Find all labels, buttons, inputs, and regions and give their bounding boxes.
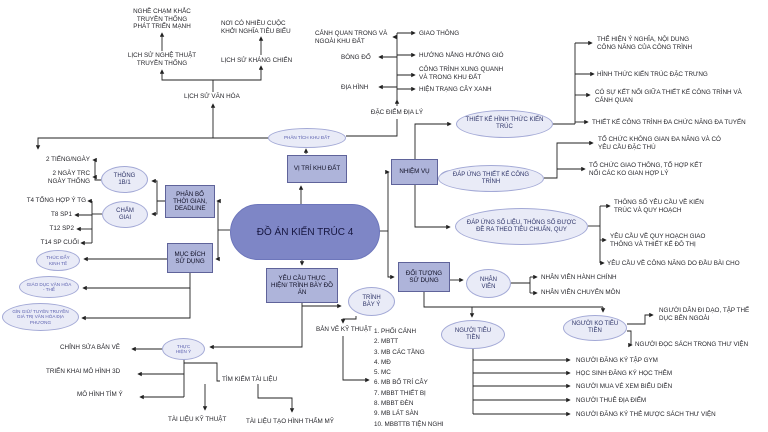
label-the-hien-y-nghia: THỂ HIỆN Ý NGHĨA, NỘI DUNG CÔNG NĂNG CỦA… <box>597 36 693 51</box>
label-yeu-cau-cong-nang: YÊU CẦU VỀ CÔNG NĂNG DO ĐẦU BÀI CHO <box>607 260 740 267</box>
node-gin-giu-gia-tri: GÌN GIỮ/ TUYÊN TRUYỀN GIÁ TRỊ VĂN HÓA ĐỊ… <box>2 303 79 331</box>
label-nghe-cham-khac: NGHỀ CHẠM KHẮC TRUYỀN THỐNG PHÁT TRIỂN M… <box>133 8 191 31</box>
label-nguoi-dan-di-dao: NGƯỜI DÂN ĐI DẠO, TẬP THỂ DỤC BÊN NGOÀI <box>659 307 750 322</box>
node-thuc-day-kinh-te: THÚC ĐẨY KINH TẾ <box>36 250 80 271</box>
label-2-tieng-ngay: 2 TIẾNG/NGÀY <box>46 156 90 163</box>
node-nguoi-ko-tieu-tien: NGƯỜI KO TIÊU TIỀN <box>563 315 627 341</box>
label-thue-dia-diem: NGƯỜI THUÊ ĐỊA ĐIỂM <box>576 397 647 404</box>
node-doi-tuong-su-dung: ĐỐI TƯỢNG SỬ DỤNG <box>398 262 450 292</box>
label-giao-thong: GIAO THÔNG <box>419 30 460 37</box>
label-tai-lieu-ky-thuat: TÀI LIỆU KỸ THUẬT <box>168 416 227 423</box>
label-trien-khai-mo-hinh-3d: TRIỂN KHAI MÔ HÌNH 3D <box>46 368 121 375</box>
node-thuc-hien-y: THỰC HIỆN Ý <box>162 338 205 360</box>
label-canh-quan: CẢNH QUAN TRONG VÀ NGOÀI KHU ĐẤT <box>315 30 388 45</box>
label-t12-sp2: T12 SP2 <box>49 225 74 232</box>
label-2-ngay-trc: 2 NGÀY TRC NGÀY THỐNG <box>47 170 90 185</box>
label-yeu-cau-quy-hoach: YÊU CẦU VỀ QUY HOẠCH GIAO THÔNG VÀ THIẾT… <box>610 233 706 248</box>
label-hien-trang-cay-xanh: HIỆN TRẠNG CÂY XANH <box>419 86 492 93</box>
node-nhiem-vu: NHIỆM VỤ <box>391 159 438 185</box>
drawing-list-item: 2. MBTT <box>374 338 399 346</box>
label-dac-diem-dia-ly: ĐẶC ĐIỂM ĐỊA LÝ <box>370 109 424 116</box>
drawing-list-item: 1. PHỐI CẢNH <box>374 328 416 335</box>
label-mo-hinh-tim-y: MÔ HÌNH TÌM Ý <box>77 391 123 398</box>
node-muc-dich-su-dung: MỤC ĐÍCH SỬ DỤNG <box>167 243 213 273</box>
label-lich-su-nghe-thuat: LỊCH SỬ NGHỆ THUẬT TRUYỀN THỐNG <box>127 52 197 67</box>
node-dap-ung-thiet-ke: ĐÁP ỨNG THIẾT KẾ CÔNG TRÌNH <box>438 165 544 192</box>
label-nguoi-doc-sach: NGƯỜI ĐỌC SÁCH TRONG THƯ VIỆN <box>635 341 749 348</box>
label-mua-ve-bieu-dien: NGƯỜI MUA VÉ XEM BIỂU DIỄN <box>576 383 673 390</box>
drawing-list-item: 6. MB BỐ TRÍ CÂY <box>374 379 428 387</box>
label-tai-lieu-tao-hinh: TÀI LIỆU TẠO HÌNH THẨM MỸ <box>246 418 334 425</box>
node-nguoi-tieu-tien: NGƯỜI TIÊU TIỀN <box>441 320 505 349</box>
label-lich-su-van-hoa: LỊCH SỬ VĂN HÓA <box>184 93 240 100</box>
label-cong-trinh-xung-quanh: CÔNG TRÌNH XUNG QUANH VÀ TRONG KHU ĐẤT <box>419 66 504 81</box>
label-lich-su-khang-chien: LỊCH SỬ KHÁNG CHIẾN <box>221 57 293 64</box>
label-co-su-ket-noi: CÓ SỰ KẾT NỐI GIỮA THIẾT KẾ CÔNG TRÌNH V… <box>595 89 742 104</box>
drawing-list-item: 9. MB LÁT SÀN <box>374 410 419 418</box>
node-dap-ung-so-lieu: ĐÁP ỨNG SỐ LIỆU, THÔNG SỐ ĐƯỢC ĐỀ RA THE… <box>455 208 588 245</box>
node-cham-giai: CHẤM GIAI <box>102 201 148 228</box>
label-nhan-vien-chuyen-mon: NHÂN VIÊN CHUYÊN MÔN <box>541 289 621 296</box>
drawing-list-item: 8. MBBT ĐÈN <box>374 400 414 408</box>
node-phan-tich-khu-dat: PHÂN TÍCH KHU ĐẤT <box>268 128 346 148</box>
node-phan-bo-thoi-gian: PHÂN BỔ THỜI GIAN, DEADLINE <box>165 185 215 218</box>
node-thong-1b1: THÔNG 1B/1 <box>101 166 148 193</box>
node-main-topic: ĐỒ ÁN KIẾN TRÚC 4 <box>230 204 380 260</box>
drawing-list-item: 3. MB CÁC TẦNG <box>374 348 425 356</box>
node-giao-duc-van-hoa: GIÁO DỤC VĂN HÓA - THỂ <box>19 276 79 298</box>
label-thong-so-yeu-cau: THÔNG SỐ YÊU CẦU VỀ KIẾN TRÚC VÀ QUY HOẠ… <box>614 199 704 214</box>
drawing-list-item: 7. MBBT THIẾT BỊ <box>374 389 426 397</box>
label-nhan-vien-hanh-chinh: NHÂN VIÊN HÀNH CHÍNH <box>541 274 617 281</box>
label-t14-sp-cuoi: T14 SP CUỐI <box>40 239 79 246</box>
label-thiet-ke-da-chuc-nang: THIẾT KẾ CÔNG TRÌNH ĐA CHỨC NĂNG ĐA TUYẾ… <box>592 119 746 126</box>
drawing-list-item: 10. MBBTTB TIỆN NGHI <box>374 420 444 428</box>
label-chinh-sua-ban-ve: CHỈNH SỬA BẢN VẼ <box>60 344 120 351</box>
node-nhan-vien: NHÂN VIÊN <box>466 269 511 298</box>
node-yeu-cau-thuc-hien: YÊU CẦU THỰC HIỆN/ TRÌNH BÀY ĐỒ ÁN <box>266 268 338 303</box>
label-huong-nang-huong-gio: HƯỚNG NẮNG HƯỚNG GIÓ <box>419 52 504 59</box>
drawing-list: 1. PHỐI CẢNH 2. MBTT 3. MB CÁC TẦNG 4. M… <box>374 328 444 431</box>
drawing-list-item: 5. MC <box>374 369 391 377</box>
label-dang-ky-tap-gym: NGƯỜI ĐĂNG KÝ TẬP GYM <box>576 357 658 364</box>
label-dang-ky-the-muon-sach: NGƯỜI ĐĂNG KÝ THẺ MƯỢC SÁCH THƯ VIỆN <box>576 411 716 418</box>
label-hinh-thuc-kien-truc: HÌNH THỨC KIẾN TRÚC ĐẶC TRƯNG <box>597 71 708 78</box>
label-ban-ve-ky-thuat: BẢN VẼ KỸ THUẬT <box>316 326 372 333</box>
label-t4-tong-hop: T4 TỔNG HỢP Ý TG <box>26 197 86 204</box>
node-thiet-ke-hinh-thuc: THIẾT KẾ HÌNH THỨC KIẾN TRÚC <box>456 110 553 138</box>
label-t8-sp1: T8 SP1 <box>51 211 72 218</box>
label-to-chuc-giao-thong: TỔ CHỨC GIAO THÔNG, TỔ HỢP KẾT NỐI CÁC K… <box>589 162 703 177</box>
label-bong-do: BÓNG ĐỔ <box>341 54 371 61</box>
node-vi-tri-khu-dat: VỊ TRÍ KHU ĐẤT <box>287 155 347 183</box>
label-tim-kiem-tai-lieu: TÌM KIẾM TÀI LIỆU <box>222 376 278 383</box>
label-to-chuc-khong-gian: TỔ CHỨC KHÔNG GIAN ĐA NĂNG VÀ CÓ YÊU CẦU… <box>598 136 721 151</box>
node-trinh-bay-y: TRÌNH BÀY Ý <box>348 287 395 316</box>
label-dia-hinh: ĐỊA HÌNH <box>341 84 369 91</box>
drawing-list-item: 4. MĐ <box>374 358 391 366</box>
label-noi-co-nhieu-cuoc: NƠI CÓ NHIỀU CUỘC KHỞI NGHĨA TIÊU BIỂU <box>221 20 291 35</box>
label-hoc-sinh-hoc-them: HỌC SINH ĐĂNG KÝ HỌC THÊM <box>576 370 673 377</box>
